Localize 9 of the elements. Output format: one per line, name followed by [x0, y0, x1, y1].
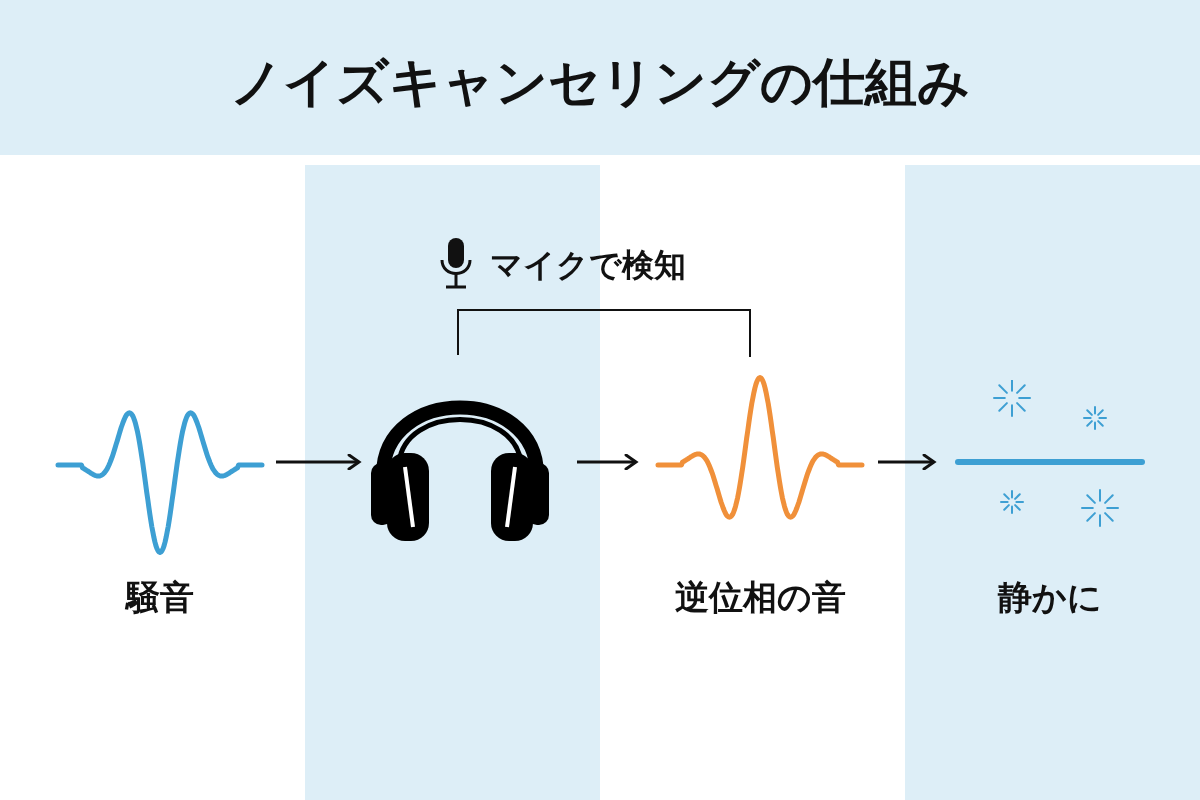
node-label: 騒音: [126, 576, 194, 619]
bracket-line: [457, 309, 751, 358]
arrow: [276, 453, 361, 471]
title: ノイズキャンセリングの仕組み: [229, 51, 971, 114]
arrow: [577, 453, 638, 471]
arrow: [878, 453, 936, 471]
edge-label: マイクで検知: [490, 245, 686, 286]
node-label: 静かに: [998, 576, 1102, 619]
node-label: 逆位相の音: [674, 576, 846, 619]
